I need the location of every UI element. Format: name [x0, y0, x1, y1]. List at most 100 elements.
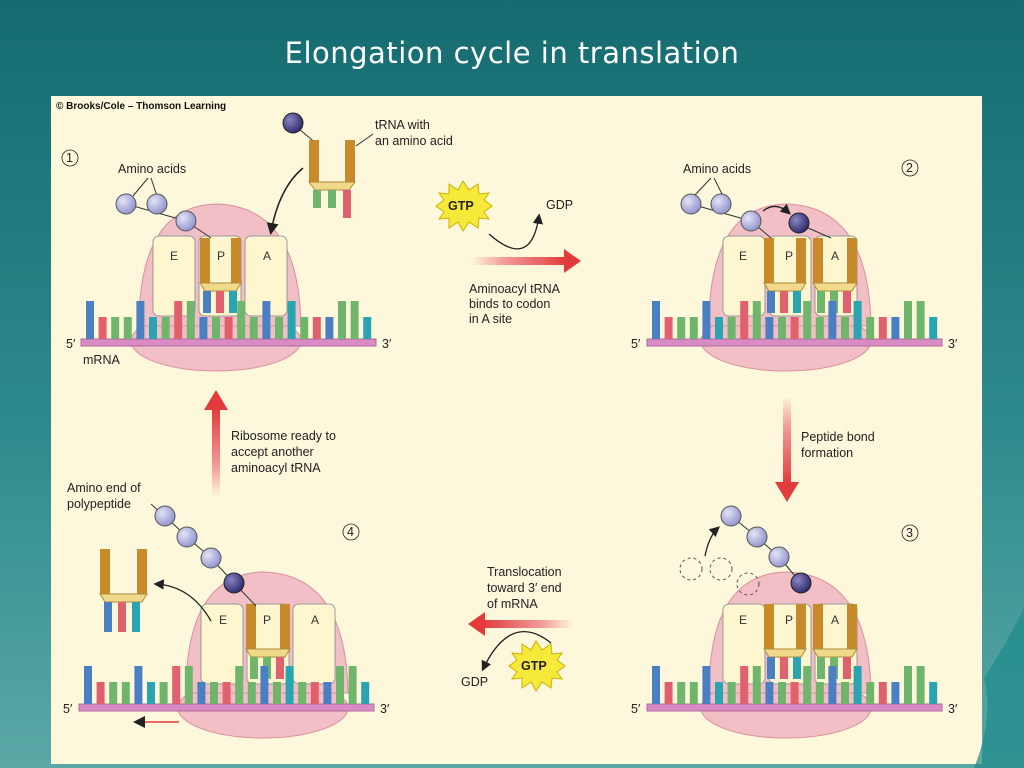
mrna-base	[273, 682, 281, 704]
mrna-base	[312, 317, 321, 339]
mrna-base	[350, 301, 359, 339]
five-prime-1: 5′	[66, 337, 76, 351]
site-e-label-2: E	[739, 249, 747, 263]
mrna-base	[866, 682, 875, 704]
mrna-base	[929, 682, 938, 704]
mrna-base	[323, 682, 332, 704]
mrna-base	[84, 666, 92, 704]
mrna-base	[134, 666, 143, 704]
gdp-label-top: GDP	[546, 198, 573, 212]
step-2-number: 2	[906, 161, 913, 175]
mrna-base	[247, 682, 256, 704]
arrow-step4-to-step1	[204, 390, 228, 410]
three-prime-3: 3′	[948, 702, 958, 716]
step-2-to-3-transition: Peptide bond formation	[775, 396, 875, 502]
mrna-base	[790, 317, 799, 339]
panel-step-1: 1 E P A 5′ 3′ mRNA Amino acids	[61, 112, 453, 372]
mrna-base	[916, 666, 925, 704]
released-trna	[99, 549, 148, 632]
mrna-base	[652, 301, 660, 339]
polypeptide-3	[679, 505, 812, 596]
mrna-base	[325, 317, 334, 339]
mrna-base	[149, 317, 157, 339]
five-prime-2: 5′	[631, 337, 641, 351]
mrna-base	[300, 317, 309, 339]
three-prime-2: 3′	[948, 337, 958, 351]
mrna-base	[828, 666, 837, 704]
mrna-base	[715, 682, 723, 704]
mrna-base	[727, 682, 736, 704]
polypeptide-4	[154, 505, 257, 607]
mrna-base	[652, 666, 660, 704]
mrna-2	[646, 301, 943, 347]
mrna-base	[702, 666, 711, 704]
mrna-base	[121, 682, 130, 704]
five-prime-4: 5′	[63, 702, 73, 716]
trna-label-line2: an amino acid	[375, 134, 453, 148]
mrna-base	[159, 682, 168, 704]
step-1-to-2-transition: GTP GDP Aminoacyl tRNA binds to codon in…	[435, 180, 581, 326]
translation-diagram: © Brooks/Cole – Thomson Learning 1 E P A…	[56, 101, 958, 739]
site-p-label-1: P	[217, 249, 225, 263]
step-3-to-4-transition: Translocation toward 3′ end of mRNA GDP …	[461, 565, 573, 692]
mrna-base	[702, 301, 711, 339]
mrna-base	[197, 682, 206, 704]
gtp-burst-top	[435, 180, 493, 232]
mrna-base	[689, 317, 698, 339]
mrna-base	[866, 317, 875, 339]
step-1-number: 1	[66, 151, 73, 165]
site-a-label-4: A	[311, 613, 319, 627]
panel-step-2: 2 E P A 5′ 3′ Amino acids	[631, 159, 958, 372]
mrna-base	[235, 666, 244, 704]
mrna-base	[765, 317, 774, 339]
mrna-base	[929, 317, 938, 339]
trna-p-3	[763, 604, 807, 679]
step-4-number: 4	[347, 525, 354, 539]
mrna-base	[123, 317, 132, 339]
mrna-base	[891, 682, 900, 704]
mrna-base	[878, 682, 887, 704]
site-a-label-3: A	[831, 613, 839, 627]
trna-p-1	[199, 238, 242, 313]
amino-acids-label-2: Amino acids	[683, 162, 751, 176]
mrna-base	[727, 317, 736, 339]
diagram-panel: © Brooks/Cole – Thomson Learning 1 E P A…	[51, 96, 982, 764]
mrna-base	[96, 682, 105, 704]
mrna-3	[646, 666, 943, 712]
credit-text: © Brooks/Cole – Thomson Learning	[56, 101, 226, 112]
amino-acids-label-1: Amino acids	[118, 162, 186, 176]
mrna-base	[212, 317, 220, 339]
gtp-burst-bottom	[508, 640, 566, 692]
ready-line2: accept another	[231, 445, 314, 459]
mrna-base	[363, 317, 372, 339]
peptide-line1: Peptide bond	[801, 430, 875, 444]
site-a-label-1: A	[263, 249, 271, 263]
mrna-base	[98, 317, 107, 339]
mrna-base	[815, 682, 824, 704]
mrna-base	[186, 301, 195, 339]
polypeptide-2	[680, 193, 832, 239]
binds-line3: in A site	[469, 312, 512, 326]
mrna-base	[752, 301, 761, 339]
mrna-base	[298, 682, 307, 704]
mrna-base	[841, 317, 849, 339]
mrna-base	[740, 301, 749, 339]
arrow-step3-to-step4	[468, 612, 485, 636]
mrna-base	[904, 301, 912, 339]
mrna-base	[891, 317, 900, 339]
transloc-line2: toward 3′ end	[487, 581, 562, 595]
mrna-base	[172, 666, 181, 704]
mrna-base	[260, 666, 269, 704]
mrna-base	[174, 301, 183, 339]
mrna-base	[275, 317, 283, 339]
site-p-label-4: P	[263, 613, 271, 627]
mrna-base	[677, 682, 686, 704]
three-prime-1: 3′	[382, 337, 392, 351]
mrna-base	[904, 666, 912, 704]
decorative-wave	[974, 568, 1024, 768]
site-e-label-4: E	[219, 613, 227, 627]
incoming-trna	[282, 112, 356, 218]
mrna-base	[111, 317, 120, 339]
mrna-base	[752, 666, 761, 704]
ready-line3: aminoacyl tRNA	[231, 461, 321, 475]
